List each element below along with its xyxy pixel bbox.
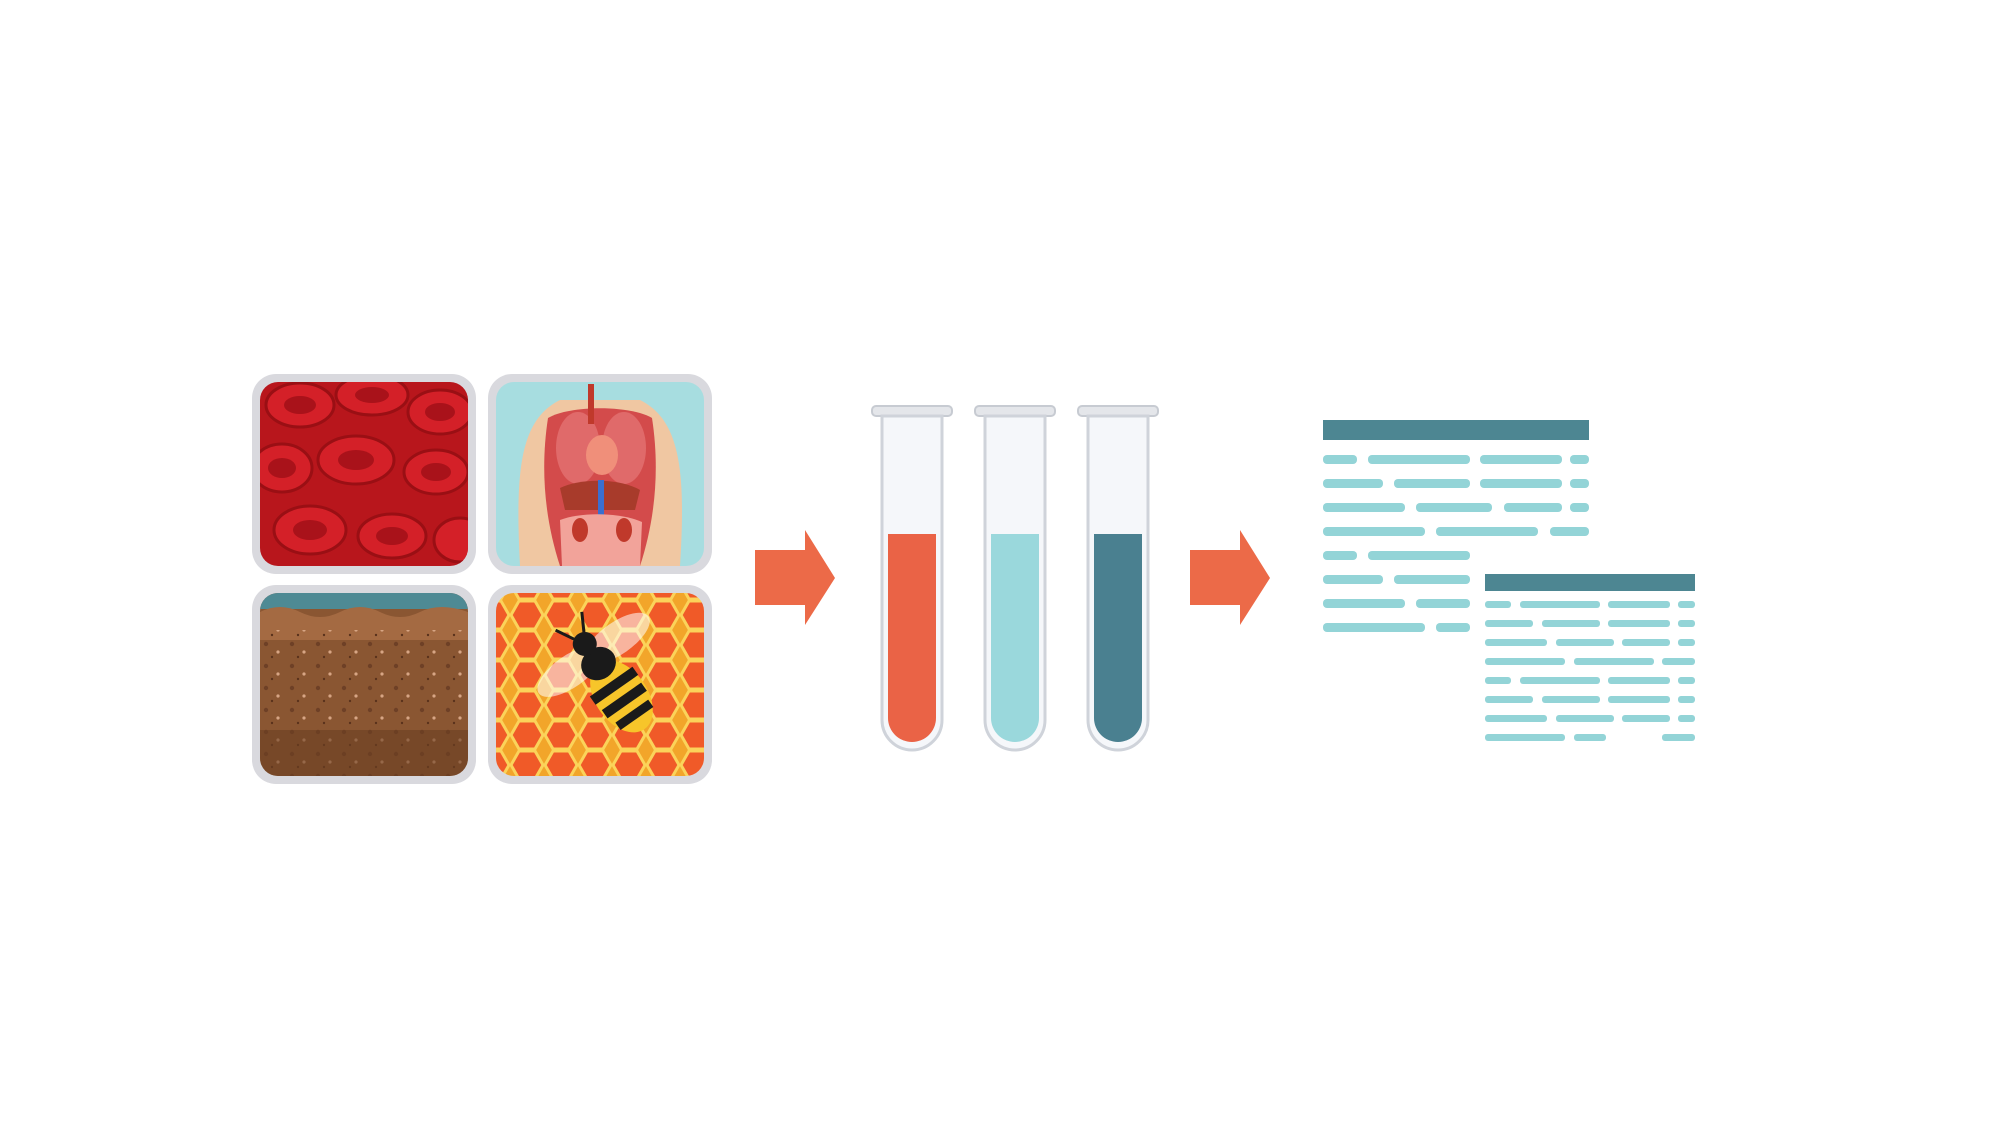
test-tube-dark-teal	[1077, 405, 1159, 752]
arrow-right-icon	[1190, 530, 1270, 625]
blood-cells-icon	[252, 374, 476, 574]
bee-honeycomb-icon	[488, 585, 712, 784]
result-document-back	[1323, 420, 1589, 632]
soil-icon	[252, 585, 476, 784]
test-tubes	[871, 405, 1159, 752]
test-tube-red	[871, 405, 953, 752]
sample-grid	[252, 374, 712, 784]
human-organs-icon	[488, 374, 712, 574]
arrow-right-icon	[755, 530, 835, 625]
test-tube-light-blue	[974, 405, 1056, 752]
result-document-front	[1485, 574, 1695, 741]
